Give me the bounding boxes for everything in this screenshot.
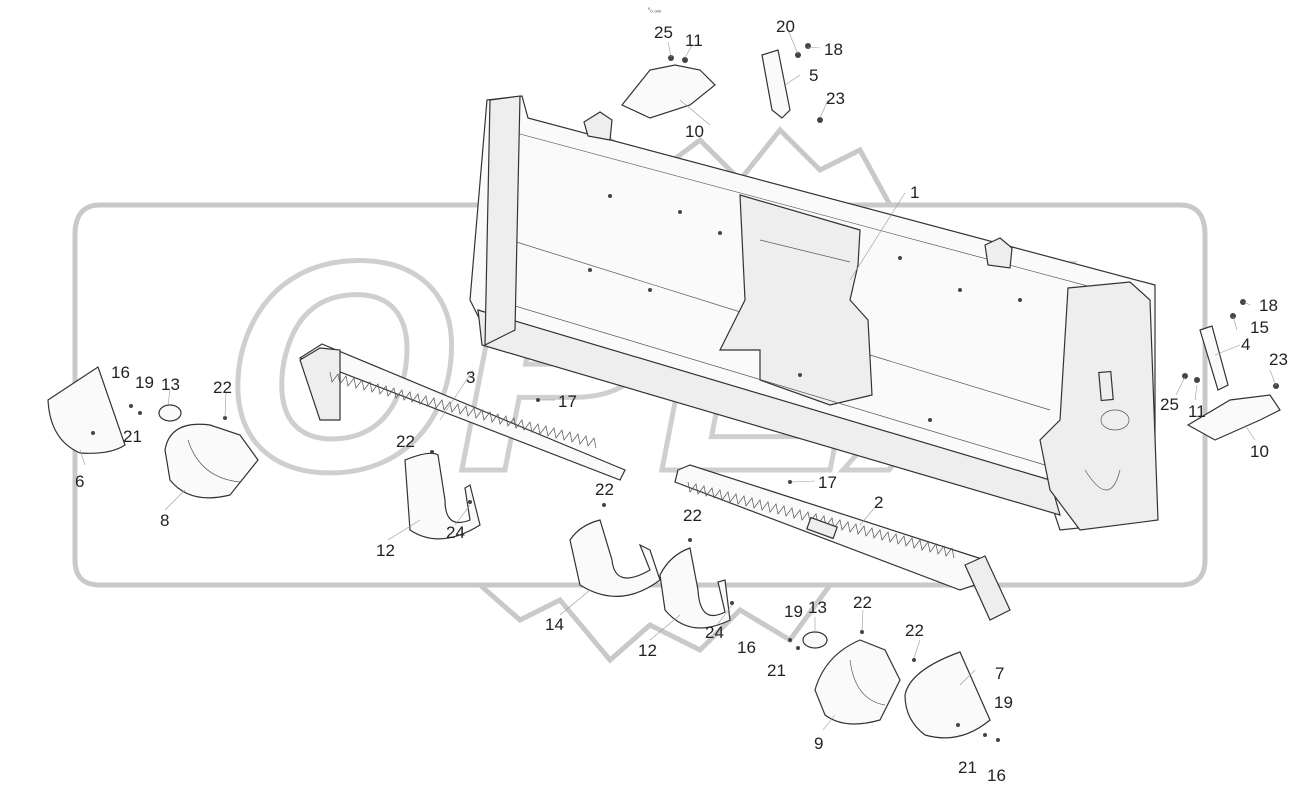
callout-9: 9 — [814, 734, 823, 753]
callouts: 1 2 3 4 5 6 7 8 9 10 10 11 11 12 12 13 1… — [75, 17, 1288, 785]
callout-25-right: 25 — [1160, 395, 1179, 414]
disc-left — [158, 404, 182, 422]
callout-24-left: 24 — [446, 523, 465, 542]
callout-16-right: 16 — [987, 766, 1006, 785]
callout-2: 2 — [874, 493, 883, 512]
rail-left — [298, 343, 626, 481]
callout-22-left: 22 — [213, 378, 232, 397]
strap-right — [659, 547, 731, 629]
bracket-top — [761, 49, 791, 119]
end-cover-left — [47, 366, 126, 454]
callout-20: 20 — [776, 17, 795, 36]
callout-23-top: 23 — [826, 89, 845, 108]
skid-top — [621, 64, 716, 119]
callout-10-top: 10 — [685, 122, 704, 141]
main-frame — [469, 95, 1159, 531]
callout-19-right: 19 — [994, 693, 1013, 712]
callout-7: 7 — [995, 664, 1004, 683]
callout-22-guard-right: 22 — [853, 593, 872, 612]
callout-16-left: 16 — [111, 363, 130, 382]
callout-3: 3 — [466, 368, 475, 387]
strap-left — [404, 452, 481, 540]
callout-19-center: 19 — [784, 602, 803, 621]
strap-center — [569, 519, 661, 597]
callout-21-left: 21 — [123, 427, 142, 446]
callout-11-top: 11 — [685, 31, 703, 50]
rail-right — [674, 464, 1011, 621]
callout-11-right: 11 — [1188, 402, 1206, 421]
callout-22-strap-right: 22 — [683, 506, 702, 525]
callout-21-center: 21 — [767, 661, 786, 680]
callout-22-strap-center: 22 — [595, 480, 614, 499]
callout-23-right: 23 — [1269, 350, 1288, 369]
callout-25-top: 25 — [654, 23, 673, 42]
callout-18-right: 18 — [1259, 296, 1278, 315]
skid-right — [1186, 394, 1281, 441]
callout-24-right: 24 — [705, 623, 724, 642]
callout-14: 14 — [545, 615, 564, 634]
callout-17-right: 17 — [818, 473, 837, 492]
callout-19-left: 19 — [135, 373, 154, 392]
callout-5: 5 — [809, 66, 818, 85]
leader-lines — [79, 29, 1277, 731]
bracket-right — [1199, 325, 1229, 391]
callout-18-top: 18 — [824, 40, 843, 59]
callout-15: 15 — [1250, 318, 1269, 337]
callout-6: 6 — [75, 472, 84, 491]
guard-right — [814, 639, 901, 725]
callout-16-center: 16 — [737, 638, 756, 657]
callout-12-center: 12 — [638, 641, 657, 660]
callout-13-right: 13 — [808, 598, 827, 617]
guard-left — [164, 423, 259, 499]
callout-17-left: 17 — [558, 392, 577, 411]
callout-1: 1 — [910, 183, 919, 202]
callout-12-left: 12 — [376, 541, 395, 560]
header-mark: ⁰ₒ ₒₒₒ — [648, 7, 662, 14]
callout-22-strap-left: 22 — [396, 432, 415, 451]
callout-8: 8 — [160, 511, 169, 530]
callout-4: 4 — [1241, 335, 1250, 354]
callout-21-right: 21 — [958, 758, 977, 777]
disc-right — [802, 631, 828, 649]
callout-13-left: 13 — [161, 375, 180, 394]
callout-10-right: 10 — [1250, 442, 1269, 461]
callout-22-cover-right: 22 — [905, 621, 924, 640]
end-cover-right — [904, 651, 991, 739]
